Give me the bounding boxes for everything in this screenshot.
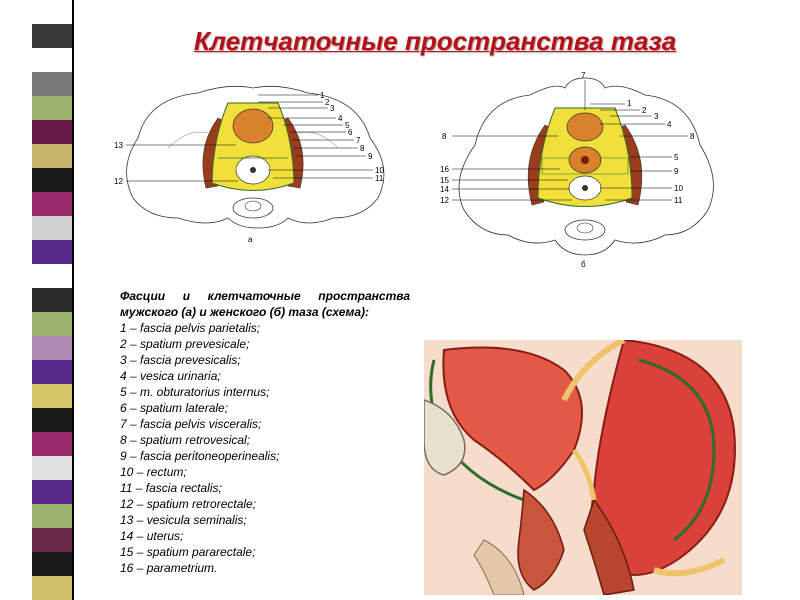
caption-item: 11 – fascia rectalis; bbox=[120, 481, 222, 495]
stripe-square bbox=[32, 24, 72, 48]
label-b-9: 9 bbox=[674, 167, 679, 176]
label-b-8-left: 8 bbox=[442, 132, 447, 141]
label-a-7: 7 bbox=[356, 136, 361, 145]
stripe-square bbox=[32, 192, 72, 216]
caption-item: 2 – spatium prevesicale; bbox=[120, 337, 250, 351]
stripe-border bbox=[72, 0, 78, 600]
label-b-14: 14 bbox=[440, 185, 449, 194]
label-b-12: 12 bbox=[440, 196, 449, 205]
stripe-square bbox=[32, 264, 72, 288]
diagram-a-letter: а bbox=[248, 235, 253, 244]
caption-list: 1 – fascia pelvis parietalis; 2 – spatium… bbox=[120, 320, 410, 576]
stripe-square bbox=[32, 504, 72, 528]
label-a-11: 11 bbox=[375, 174, 384, 183]
label-a-8: 8 bbox=[360, 144, 365, 153]
label-a-2: 2 bbox=[325, 98, 330, 107]
label-a-13: 13 bbox=[114, 141, 123, 150]
caption-item: 7 – fascia pelvis visceralis; bbox=[120, 417, 262, 431]
figure-caption: Фасции и клетчаточные пространства мужск… bbox=[120, 288, 410, 576]
stripe-square bbox=[32, 480, 72, 504]
caption-item: 16 – parametrium. bbox=[120, 561, 218, 575]
page-title: Клетчаточные пространства таза bbox=[193, 26, 677, 56]
label-a-3: 3 bbox=[330, 104, 335, 113]
stripe-square bbox=[32, 360, 72, 384]
caption-item: 4 – vesica urinaria; bbox=[120, 369, 221, 383]
label-b-8-right: 8 bbox=[690, 132, 695, 141]
label-b-7-top: 7 bbox=[581, 71, 586, 80]
caption-heading: Фасции и клетчаточные пространства мужск… bbox=[120, 289, 410, 319]
label-a-5: 5 bbox=[345, 121, 350, 130]
stripe-square bbox=[32, 528, 72, 552]
stripe-square bbox=[32, 408, 72, 432]
label-b-10: 10 bbox=[674, 184, 683, 193]
caption-item: 10 – rectum; bbox=[120, 465, 187, 479]
caption-item: 9 – fascia peritoneoperinealis; bbox=[120, 449, 280, 463]
caption-item: 3 – fascia prevesicalis; bbox=[120, 353, 241, 367]
label-b-11: 11 bbox=[674, 196, 683, 205]
stripe-square bbox=[32, 48, 72, 72]
decorative-stripe bbox=[32, 0, 72, 600]
caption-item: 14 – uterus; bbox=[120, 529, 184, 543]
caption-item: 5 – m. obturatorius internus; bbox=[120, 385, 270, 399]
stripe-square bbox=[32, 96, 72, 120]
caption-item: 1 – fascia pelvis parietalis; bbox=[120, 321, 261, 335]
label-b-15: 15 bbox=[440, 176, 449, 185]
label-a-10: 10 bbox=[375, 166, 384, 175]
stripe-square bbox=[32, 336, 72, 360]
stripe-square bbox=[32, 144, 72, 168]
stripe-square bbox=[32, 312, 72, 336]
label-a-1: 1 bbox=[320, 91, 325, 100]
stripe-square bbox=[32, 456, 72, 480]
caption-item: 13 – vesicula seminalis; bbox=[120, 513, 247, 527]
stripe-square bbox=[32, 288, 72, 312]
caption-item: 8 – spatium retrovesical; bbox=[120, 433, 251, 447]
diagram-female-pelvis: 7 1 2 3 4 8 5 9 10 11 8 16 15 14 12 б bbox=[440, 71, 714, 269]
label-b-16: 16 bbox=[440, 165, 449, 174]
sagittal-pelvis-illustration bbox=[424, 340, 742, 595]
caption-item: 6 – spatium laterale; bbox=[120, 401, 229, 415]
stripe-square bbox=[32, 120, 72, 144]
stripe-square bbox=[32, 72, 72, 96]
stripe-square bbox=[32, 552, 72, 576]
label-a-6: 6 bbox=[348, 128, 353, 137]
stripe-square bbox=[32, 0, 72, 24]
caption-item: 15 – spatium pararectale; bbox=[120, 545, 256, 559]
label-b-4: 4 bbox=[667, 120, 672, 129]
label-b-1: 1 bbox=[627, 99, 632, 108]
label-a-4: 4 bbox=[338, 114, 343, 123]
stripe-square bbox=[32, 240, 72, 264]
label-a-12: 12 bbox=[114, 177, 123, 186]
stripe-square bbox=[32, 216, 72, 240]
label-b-3: 3 bbox=[654, 112, 659, 121]
diagram-male-pelvis: 1 2 3 4 5 6 7 8 9 10 11 13 12 а bbox=[114, 85, 384, 244]
label-a-9: 9 bbox=[368, 152, 373, 161]
stripe-square bbox=[32, 384, 72, 408]
stripe-square bbox=[32, 432, 72, 456]
stripe-square bbox=[32, 168, 72, 192]
label-b-2: 2 bbox=[642, 106, 647, 115]
stripe-square bbox=[32, 576, 72, 600]
label-b-5: 5 bbox=[674, 153, 679, 162]
diagram-b-letter: б bbox=[581, 260, 586, 269]
caption-item: 12 – spatium retrorectale; bbox=[120, 497, 257, 511]
